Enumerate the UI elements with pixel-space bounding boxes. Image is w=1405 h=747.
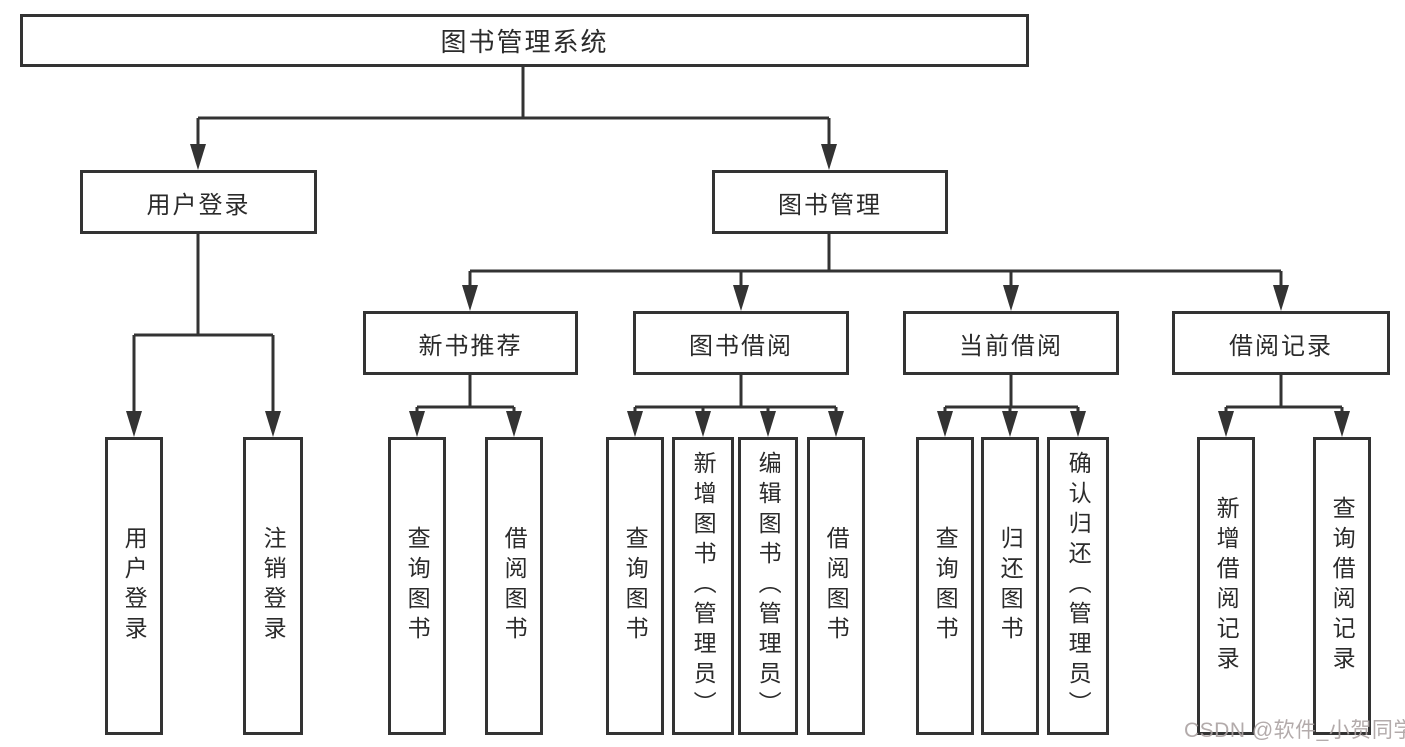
leaf-borrow-books-recommend: 借阅图书	[485, 437, 543, 735]
leaf-query-books-current: 查询图书	[916, 437, 974, 735]
leaf-query-books-borrowing: 查询图书	[606, 437, 664, 735]
leaf-query-books-borrowing-label: 查询图书	[622, 526, 649, 646]
leaf-add-borrow-record-label: 新增借阅记录	[1213, 496, 1240, 676]
node-current-borrowing: 当前借阅	[903, 311, 1119, 375]
leaf-confirm-return-admin-label: 确认归还（管理员）	[1065, 451, 1092, 721]
leaf-user-login-label: 用户登录	[121, 526, 148, 646]
leaf-add-books-admin-label: 新增图书（管理员）	[690, 451, 717, 721]
leaf-logout: 注销登录	[243, 437, 303, 735]
leaf-add-books-admin: 新增图书（管理员）	[672, 437, 734, 735]
leaf-edit-books-admin-label: 编辑图书（管理员）	[755, 451, 782, 721]
node-library-management-system: 图书管理系统	[20, 14, 1029, 67]
leaf-user-login: 用户登录	[105, 437, 163, 735]
node-borrowing-records: 借阅记录	[1172, 311, 1390, 375]
leaf-query-borrow-record: 查询借阅记录	[1313, 437, 1371, 735]
leaf-query-books-current-label: 查询图书	[932, 526, 959, 646]
node-book-borrowing: 图书借阅	[633, 311, 849, 375]
leaf-borrow-books-borrowing: 借阅图书	[807, 437, 865, 735]
node-new-book-recommendation: 新书推荐	[363, 311, 578, 375]
leaf-add-borrow-record: 新增借阅记录	[1197, 437, 1255, 735]
leaf-logout-label: 注销登录	[260, 526, 287, 646]
leaf-return-books: 归还图书	[981, 437, 1039, 735]
leaf-confirm-return-admin: 确认归还（管理员）	[1047, 437, 1109, 735]
leaf-query-borrow-record-label: 查询借阅记录	[1329, 496, 1356, 676]
node-user-login: 用户登录	[80, 170, 317, 234]
leaf-query-books-recommend-label: 查询图书	[404, 526, 431, 646]
leaf-return-books-label: 归还图书	[997, 526, 1024, 646]
leaf-borrow-books-borrowing-label: 借阅图书	[823, 526, 850, 646]
leaf-query-books-recommend: 查询图书	[388, 437, 446, 735]
node-book-management: 图书管理	[712, 170, 948, 234]
leaf-borrow-books-recommend-label: 借阅图书	[501, 526, 528, 646]
leaf-edit-books-admin: 编辑图书（管理员）	[738, 437, 798, 735]
